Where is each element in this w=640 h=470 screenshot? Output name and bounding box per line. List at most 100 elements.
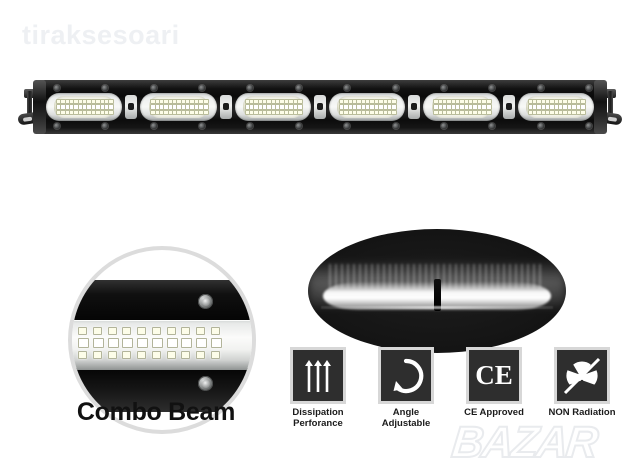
beam-lens-edge	[320, 305, 554, 309]
bracket-arm	[27, 91, 32, 117]
led-chip-group	[150, 99, 209, 115]
led-chip	[296, 104, 303, 110]
lens-segment	[46, 93, 123, 121]
lens-spacer	[125, 95, 138, 119]
housing-screw	[54, 85, 60, 91]
housing-screw	[586, 85, 592, 91]
housing-screw	[199, 85, 206, 91]
closeup-chip-column	[210, 327, 222, 359]
housing-screw	[489, 123, 496, 129]
led-chip	[579, 104, 586, 110]
feature-badge-row: Dissipation Perforance Angle Adjustable …	[281, 347, 619, 437]
housing-screw	[537, 123, 544, 129]
closeup-led-chip	[137, 338, 149, 348]
led-chip-group	[338, 99, 398, 115]
led-chip-column	[262, 99, 269, 115]
closeup-led-chips	[78, 326, 222, 360]
closeup-led-chip	[181, 351, 191, 359]
housing-screw	[344, 85, 351, 91]
no-radiation-icon	[554, 347, 610, 404]
housing-screw	[102, 123, 109, 129]
led-chip	[202, 109, 209, 115]
combo-beam-closeup	[68, 246, 256, 434]
led-chip-column	[296, 99, 303, 115]
arrows-up-icon	[290, 347, 346, 404]
led-chip-column	[571, 99, 578, 115]
closeup-led-chip	[166, 351, 176, 359]
housing-screw	[150, 123, 157, 129]
led-light-bar	[17, 78, 623, 140]
feature-label: CE Approved	[464, 407, 524, 418]
led-chip	[108, 99, 115, 105]
mounting-bracket-left	[17, 89, 42, 137]
housing-screw	[150, 85, 157, 91]
led-chip	[391, 104, 398, 110]
closeup-led-chip	[78, 351, 87, 359]
closeup-led-chip	[92, 338, 104, 348]
closeup-led-chip	[107, 327, 117, 335]
housing-screw	[440, 123, 447, 129]
housing-screw	[537, 85, 544, 91]
lens-segment	[234, 93, 311, 121]
lens-segment	[517, 93, 594, 121]
ce-mark-icon: CE	[466, 347, 522, 404]
led-chip-column	[579, 99, 586, 115]
closeup-led-chip	[107, 351, 117, 359]
led-chip	[485, 104, 492, 110]
led-chip	[391, 99, 398, 105]
led-chip-column	[391, 99, 398, 115]
led-chip-column	[202, 99, 209, 115]
closeup-led-chip	[78, 327, 87, 335]
housing-screw	[54, 123, 60, 129]
ce-mark-text: CE	[475, 360, 513, 390]
closeup-led-chip	[151, 351, 161, 359]
lens-strip	[46, 93, 594, 121]
lens-segment	[423, 93, 500, 121]
closeup-led-chip	[122, 351, 132, 359]
closeup-chip-column	[78, 327, 89, 359]
led-chip-column	[433, 99, 440, 115]
closeup-chip-column	[137, 327, 149, 359]
closeup-chip-column	[107, 327, 119, 359]
watermark-top-left: tiraksesoari	[22, 20, 180, 50]
watermark-bazar: BAZAR	[448, 417, 599, 468]
closeup-led-chip	[181, 327, 191, 335]
led-chip	[202, 99, 209, 105]
housing-screw	[392, 123, 399, 129]
beam-illumination-photo	[308, 229, 566, 353]
led-chip-column	[248, 99, 255, 115]
closeup-led-chip	[107, 338, 119, 348]
housing-screw	[586, 123, 592, 129]
housing-screw	[247, 123, 254, 129]
lens-spacer	[408, 95, 421, 119]
led-chip	[391, 109, 398, 115]
housing-screw	[102, 85, 109, 91]
feature-label: Dissipation Perforance	[292, 407, 344, 429]
closeup-chip-column	[151, 327, 163, 359]
closeup-chip-column	[181, 327, 193, 359]
led-chip	[296, 99, 303, 105]
lens-spacer	[313, 95, 326, 119]
closeup-led-chip	[181, 338, 193, 348]
feature-badge-angle: Angle Adjustable	[369, 347, 443, 437]
led-chip-group	[55, 99, 115, 115]
closeup-led-chip	[78, 338, 89, 348]
led-chip-column	[108, 99, 115, 115]
led-chip	[296, 109, 303, 115]
led-chip	[108, 109, 115, 115]
housing-screw	[247, 85, 254, 91]
led-chip	[579, 109, 586, 115]
housing-screw	[392, 85, 399, 91]
closeup-led-chip	[151, 327, 161, 335]
housing-screw	[440, 85, 447, 91]
led-chip-group	[433, 99, 492, 115]
closeup-screw-bottom	[198, 376, 213, 391]
led-chip	[202, 104, 209, 110]
housing-screw	[199, 123, 206, 129]
closeup-led-chip	[122, 327, 132, 335]
lens-segment	[140, 93, 217, 121]
led-chip-column	[485, 99, 492, 115]
led-chip-column	[163, 99, 170, 115]
feature-badge-radiation: NON Radiation	[545, 347, 619, 437]
led-chip	[485, 99, 492, 105]
